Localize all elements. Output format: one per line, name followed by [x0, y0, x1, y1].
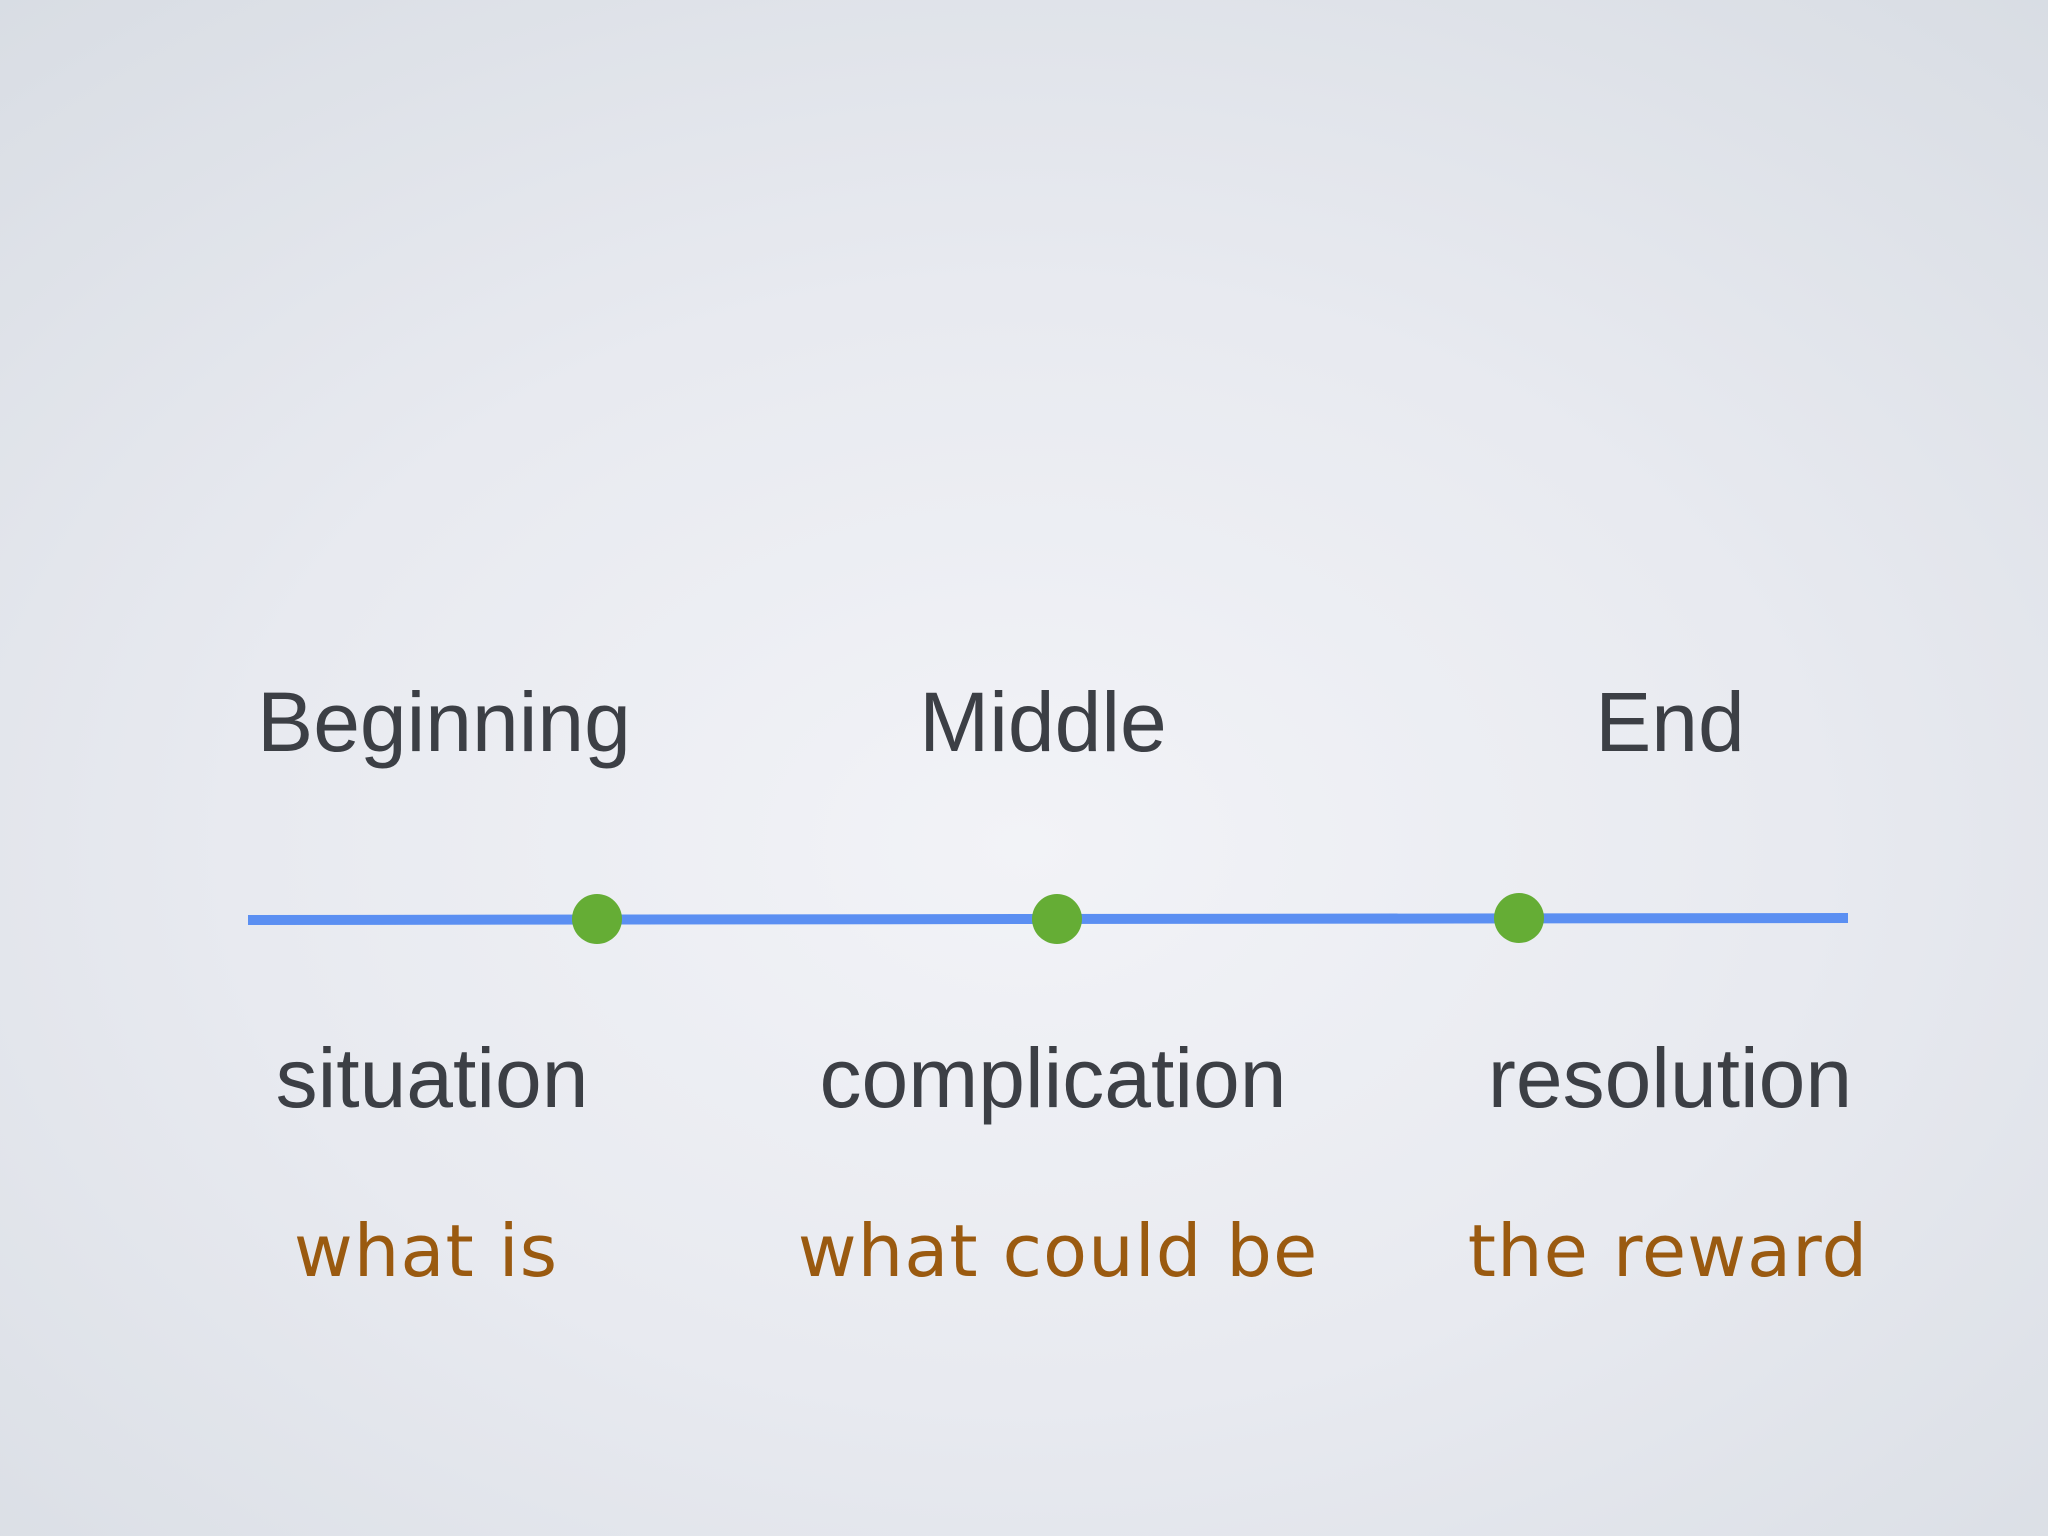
timeline-marker-end — [1494, 893, 1544, 943]
phase-label-beginning: Beginning — [257, 675, 631, 769]
term-label-resolution: resolution — [1487, 1031, 1853, 1125]
term-label-complication: complication — [819, 1031, 1287, 1125]
timeline-marker-beginning — [572, 894, 622, 944]
term-label-situation: situation — [275, 1031, 589, 1125]
timeline-marker-middle — [1032, 894, 1082, 944]
gloss-label-what-is: what is — [293, 1209, 559, 1293]
gloss-label-the-reward: the reward — [1467, 1209, 1869, 1293]
phase-label-middle: Middle — [919, 675, 1167, 769]
phase-label-end: End — [1595, 675, 1745, 769]
gloss-label-what-could-be: what could be — [797, 1209, 1319, 1293]
